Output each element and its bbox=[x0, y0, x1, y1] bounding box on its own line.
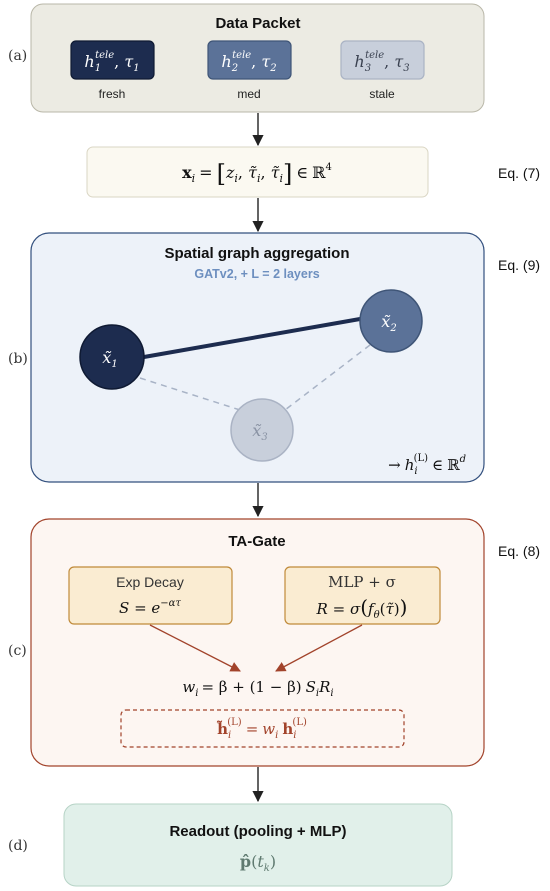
chip-fresh-label: fresh bbox=[99, 87, 126, 101]
eq7-reference: Eq. (7) bbox=[498, 165, 540, 181]
chip-med-label: med bbox=[237, 87, 260, 101]
gated-embedding-box bbox=[120, 709, 405, 748]
chip-fresh: h1tele, τ1 bbox=[70, 40, 155, 80]
gat-subtitle: GATv2, + L = 2 layers bbox=[194, 267, 319, 281]
mlp-sigma-title: MLP + σ bbox=[328, 573, 396, 591]
spatial-graph-title: Spatial graph aggregation bbox=[164, 245, 349, 262]
panel-d-tag: (d) bbox=[8, 838, 28, 854]
panel-a-tag: (a) bbox=[8, 48, 27, 64]
mlp-sigma-box bbox=[284, 566, 441, 625]
data-packet-title: Data Packet bbox=[215, 15, 300, 32]
arrow-decay-to-weight bbox=[149, 624, 241, 672]
gate-weight-formula: wi= β + (1 − β)SiRi bbox=[182, 678, 333, 699]
svg-text:h3tele, τ3: h3tele, τ3 bbox=[354, 50, 409, 74]
feature-vector-formula: xi=[zi, τ̃i, τ̃i]∈ℝ4 bbox=[182, 160, 332, 188]
chip-stale: h3tele, τ3 bbox=[340, 40, 425, 80]
edge-x1-x2 bbox=[143, 317, 361, 359]
chip-med: h2tele, τ2 bbox=[207, 40, 292, 80]
node-x3: x̃3 bbox=[230, 398, 294, 462]
panel-c-tag: (c) bbox=[8, 643, 27, 659]
feature-vector-box bbox=[86, 146, 429, 198]
graph-output-formula: →hi(L)∈ℝd bbox=[388, 453, 466, 477]
readout-panel bbox=[63, 803, 453, 887]
readout-output-formula: p̂(tk) bbox=[240, 852, 276, 874]
panel-b-tag: (b) bbox=[8, 351, 28, 367]
chip-stale-label: stale bbox=[369, 87, 395, 101]
eq9-reference: Eq. (9) bbox=[498, 257, 540, 273]
exp-decay-box bbox=[68, 566, 233, 625]
edge-x2-x3 bbox=[284, 344, 371, 411]
svg-text:x̃2: x̃2 bbox=[381, 312, 396, 334]
mlp-sigma-formula: R = σ(fθ(τ̃)) bbox=[316, 595, 408, 621]
readout-title: Readout (pooling + MLP) bbox=[169, 823, 346, 840]
arrow-mlp-to-weight bbox=[275, 624, 363, 672]
svg-text:x̃1: x̃1 bbox=[102, 348, 117, 370]
svg-text:h2tele, τ2: h2tele, τ2 bbox=[221, 50, 276, 74]
node-x1: x̃1 bbox=[79, 324, 145, 390]
svg-text:x̃3: x̃3 bbox=[252, 421, 267, 443]
ta-gate-title: TA-Gate bbox=[228, 533, 285, 550]
exp-decay-formula: S = e−ατ bbox=[119, 598, 181, 617]
exp-decay-title: Exp Decay bbox=[116, 574, 184, 590]
svg-text:h1tele, τ1: h1tele, τ1 bbox=[84, 50, 139, 74]
spatial-graph-panel bbox=[30, 232, 485, 483]
node-x2: x̃2 bbox=[359, 289, 423, 353]
eq8-reference: Eq. (8) bbox=[498, 543, 540, 559]
